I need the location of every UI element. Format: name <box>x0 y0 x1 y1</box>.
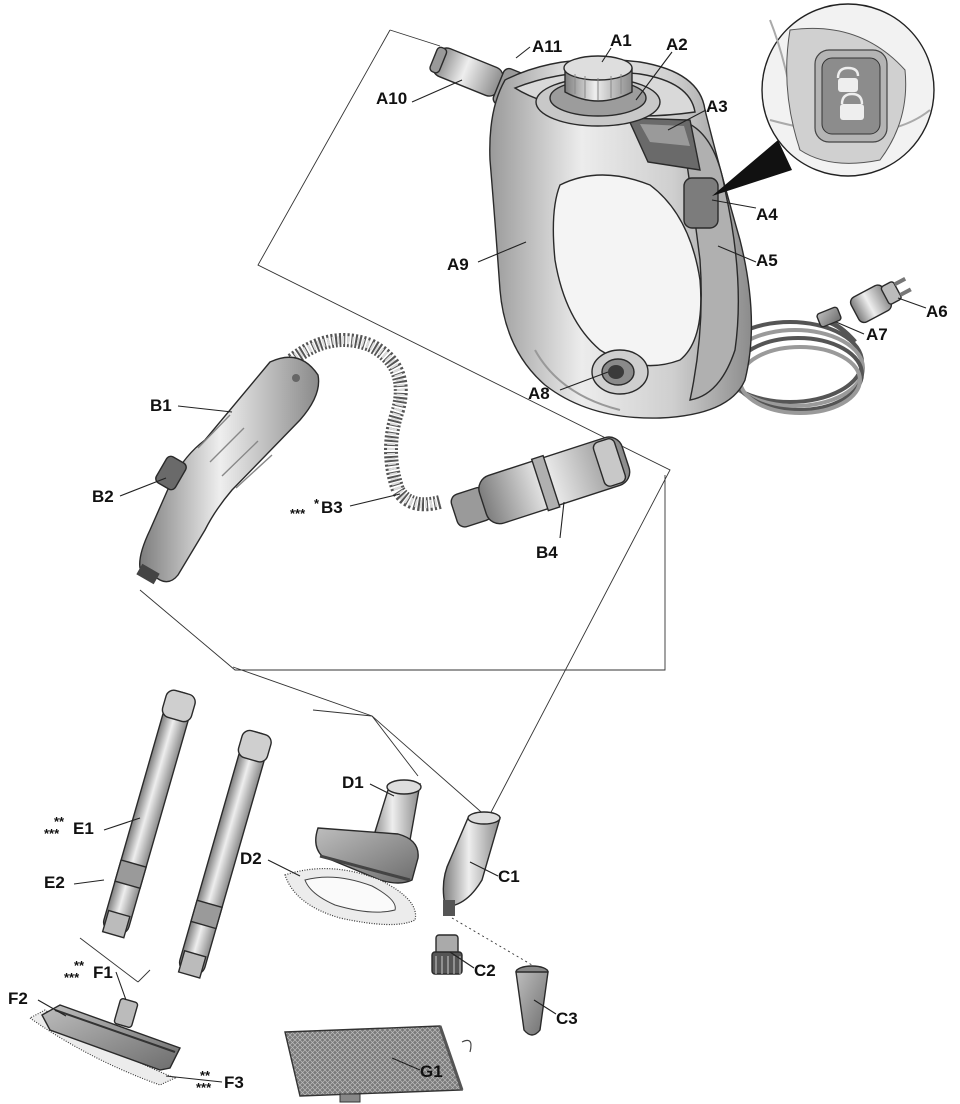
label-a5: A5 <box>756 251 778 270</box>
part-labels: A1 A2 A3 A4 A5 A6 A7 A8 A9 A10 A11 B1 B2… <box>8 31 948 1095</box>
gun-trigger-lock <box>155 455 187 491</box>
unlock-icon <box>836 66 860 92</box>
marker-b3-three-star: *** <box>290 506 306 521</box>
label-d2: D2 <box>240 849 262 868</box>
marker-b3-one-star: * <box>314 496 320 511</box>
label-f2: F2 <box>8 989 28 1008</box>
marker-f1-two-star: ** <box>74 958 85 973</box>
cloth-bag <box>284 1025 472 1103</box>
power-cord <box>716 306 865 415</box>
accessory-socket <box>591 349 649 395</box>
label-f3: F3 <box>224 1073 244 1092</box>
floor-nozzle <box>28 998 181 1086</box>
label-c2: C2 <box>474 961 496 980</box>
label-b4: B4 <box>536 543 558 562</box>
label-a9: A9 <box>447 255 469 274</box>
microfibre-cover <box>284 868 417 926</box>
power-nozzle <box>515 965 549 1036</box>
label-b1: B1 <box>150 396 172 415</box>
marker-f1-three-star: *** <box>64 970 80 985</box>
steam-hose <box>287 333 442 512</box>
marker-f3-two-star: ** <box>200 1068 211 1083</box>
round-brush <box>431 934 463 975</box>
child-lock-detail-inset <box>712 3 935 196</box>
hose-connector <box>450 436 631 528</box>
safety-cap <box>535 55 661 127</box>
hand-nozzle <box>315 779 422 884</box>
steam-gun-assembly <box>136 333 631 585</box>
label-a1: A1 <box>610 31 632 50</box>
label-f1: F1 <box>93 963 113 982</box>
label-c1: C1 <box>498 867 520 886</box>
grouping-lines <box>79 29 671 983</box>
label-c3: C3 <box>556 1009 578 1028</box>
power-plug <box>849 276 912 324</box>
lock-icon <box>840 92 864 120</box>
marker-e1-two-star: ** <box>54 814 65 829</box>
steam-cleaner-main-unit <box>429 46 912 419</box>
extension-tube-1 <box>101 689 196 939</box>
child-lock-switch <box>683 177 719 229</box>
label-a11: A11 <box>532 37 562 56</box>
label-a3: A3 <box>706 97 728 116</box>
label-d1: D1 <box>342 773 364 792</box>
handle-opening <box>552 174 702 367</box>
label-a10: A10 <box>376 89 407 108</box>
detail-nozzle <box>442 811 501 916</box>
marker-e1-three-star: *** <box>44 826 60 841</box>
label-e2: E2 <box>44 873 65 892</box>
marker-f3-three-star: *** <box>196 1080 212 1095</box>
label-g1: G1 <box>420 1062 443 1081</box>
label-b2: B2 <box>92 487 114 506</box>
label-a8: A8 <box>528 384 550 403</box>
label-a4: A4 <box>756 205 778 224</box>
label-e1: E1 <box>73 819 94 838</box>
label-a7: A7 <box>866 325 888 344</box>
label-a6: A6 <box>926 302 948 321</box>
label-a2: A2 <box>666 35 688 54</box>
extension-tube-2 <box>177 729 272 979</box>
label-b3: B3 <box>321 498 343 517</box>
leader-lines <box>37 46 927 1083</box>
